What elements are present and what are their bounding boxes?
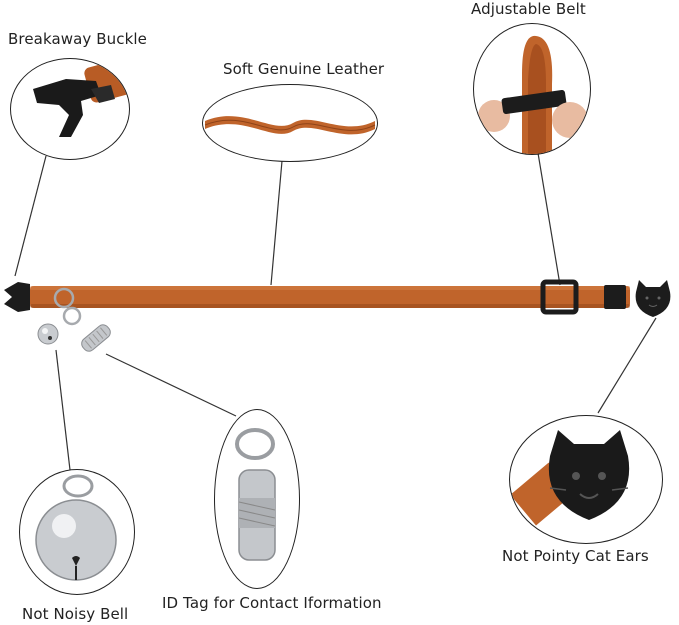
collar-strap	[30, 286, 630, 308]
collar-left-buckle-icon	[4, 282, 30, 312]
label-not-pointy: Not Pointy Cat Ears	[502, 547, 649, 565]
collar-cat-head-icon	[635, 280, 671, 317]
connector-id-tag	[105, 353, 237, 417]
cat-ears-detail-icon	[510, 430, 630, 526]
collar-tag-icon	[81, 324, 111, 352]
label-soft-leather: Soft Genuine Leather	[223, 60, 385, 78]
leather-twist-icon	[204, 116, 376, 135]
oval-not-noisy-bell	[19, 469, 135, 595]
collar-slider-icon	[540, 279, 579, 315]
collar-ring-icon	[53, 287, 82, 326]
buckle-detail-icon	[33, 59, 129, 137]
belt-detail-icon	[478, 35, 588, 154]
oval-soft-leather	[202, 84, 378, 162]
label-breakaway-buckle: Breakaway Buckle	[8, 30, 147, 48]
connector-ears	[597, 317, 657, 414]
oval-id-tag	[214, 409, 300, 589]
id-tag-detail-icon	[235, 428, 276, 561]
collar-bell-icon	[37, 323, 59, 345]
oval-not-pointy-ears	[509, 415, 663, 544]
label-adjustable-belt: Adjustable Belt	[471, 0, 586, 18]
connector-buckle	[14, 155, 47, 277]
connector-bell	[55, 349, 71, 471]
label-not-noisy-bell: Not Noisy Bell	[22, 605, 129, 623]
oval-breakaway-buckle	[10, 58, 130, 160]
oval-adjustable-belt	[473, 23, 591, 155]
label-id-tag: ID Tag for Contact Iformation	[162, 594, 382, 612]
connector-belt	[537, 152, 561, 286]
bell-detail-icon	[35, 474, 117, 581]
connector-leather	[270, 160, 283, 286]
collar-keeper-icon	[604, 285, 626, 309]
